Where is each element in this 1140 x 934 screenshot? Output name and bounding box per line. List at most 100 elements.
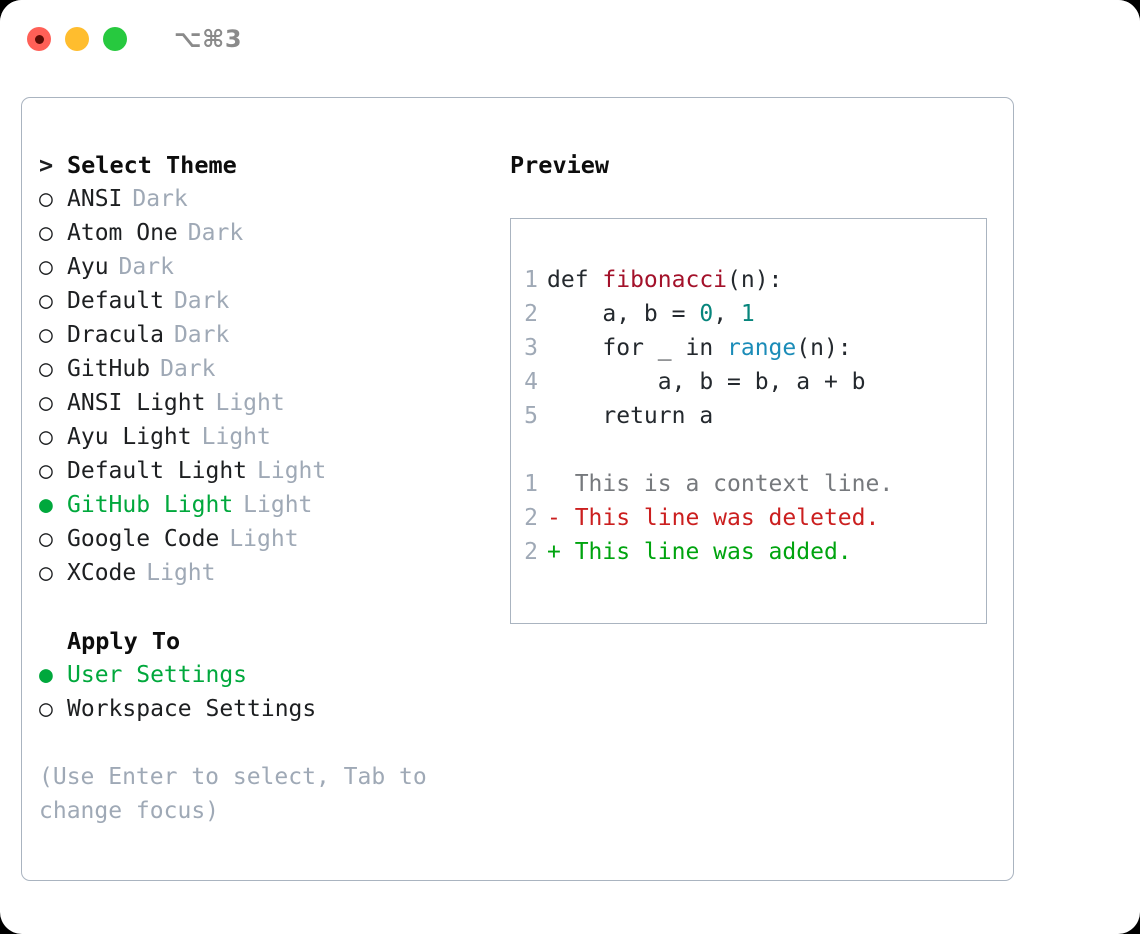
theme-list-item[interactable]: ○ GitHub Dark bbox=[39, 352, 502, 386]
theme-item-label: ANSI Light bbox=[67, 390, 206, 416]
apply-to-list-item[interactable]: ● User Settings bbox=[39, 658, 502, 692]
code-token-plain: , bbox=[713, 301, 741, 327]
theme-list-item[interactable]: ● GitHub Light Light bbox=[39, 488, 502, 522]
code-line-number: 5 bbox=[524, 403, 538, 429]
theme-item-variant-tag: Light bbox=[229, 526, 299, 552]
code-token-plain: for _ in bbox=[547, 335, 728, 361]
code-token-plain: (n): bbox=[796, 335, 852, 361]
apply-to-item-label: User Settings bbox=[67, 662, 248, 688]
diff-line-number: 2 bbox=[524, 539, 538, 565]
radio-unselected-icon: ○ bbox=[39, 356, 53, 382]
keyboard-shortcut-label: ⌥⌘3 bbox=[174, 25, 243, 53]
theme-item-variant-tag: Light bbox=[201, 424, 271, 450]
theme-item-variant-tag: Light bbox=[257, 458, 327, 484]
code-token-plain: a, b = bbox=[547, 301, 700, 327]
radio-unselected-icon: ○ bbox=[39, 424, 53, 450]
theme-list-item[interactable]: ○ XCode Light bbox=[39, 556, 502, 590]
theme-item-label: Ayu Light bbox=[67, 424, 192, 450]
code-line-number: 4 bbox=[524, 369, 538, 395]
select-theme-heading: >Select Theme bbox=[39, 148, 502, 182]
theme-list-item[interactable]: ○ Atom One Dark bbox=[39, 216, 502, 250]
diff-line-number: 2 bbox=[524, 505, 538, 531]
apply-to-heading-label: Apply To bbox=[67, 627, 181, 655]
window-controls bbox=[27, 27, 127, 51]
theme-list-item[interactable]: ○ ANSI Dark bbox=[39, 182, 502, 216]
code-line-text: a, b = 0, 1 bbox=[547, 297, 755, 331]
code-token-plain: a, b = b, a + b bbox=[547, 369, 866, 395]
code-line-text: return a bbox=[547, 399, 713, 433]
keyboard-hint-text: (Use Enter to select, Tab to change focu… bbox=[39, 764, 427, 824]
diff-sample: 1 This is a context line.2- This line wa… bbox=[511, 467, 986, 569]
theme-item-variant-tag: Dark bbox=[173, 322, 230, 348]
theme-item-label: Google Code bbox=[67, 526, 220, 552]
apply-to-heading: Apply To bbox=[39, 624, 502, 658]
code-token-num: 1 bbox=[740, 301, 755, 327]
theme-item-variant-tag: Light bbox=[215, 390, 285, 416]
radio-unselected-icon: ○ bbox=[39, 220, 53, 246]
code-token-call: range bbox=[727, 335, 797, 361]
theme-item-label: ANSI bbox=[67, 186, 123, 212]
code-token-plain: def bbox=[547, 267, 603, 293]
diff-line-add: 2 + This line was added. bbox=[511, 535, 986, 569]
focus-caret-icon: > bbox=[39, 151, 54, 179]
apply-to-list-item[interactable]: ○ Workspace Settings bbox=[39, 692, 502, 726]
maximize-button[interactable] bbox=[103, 27, 127, 51]
apply-to-indent bbox=[39, 624, 67, 658]
radio-selected-icon: ● bbox=[39, 492, 53, 518]
radio-unselected-icon: ○ bbox=[39, 560, 53, 586]
theme-item-label: Default bbox=[67, 288, 164, 314]
diff-line-text: - This line was deleted. bbox=[547, 505, 880, 531]
radio-unselected-icon: ○ bbox=[39, 696, 53, 722]
code-diff-spacer bbox=[511, 433, 986, 467]
apply-to-item-label: Workspace Settings bbox=[67, 696, 317, 722]
diff-line-text: + This line was added. bbox=[547, 539, 852, 565]
theme-list-item[interactable]: ○ Ayu Light Light bbox=[39, 420, 502, 454]
theme-item-variant-tag: Light bbox=[243, 492, 313, 518]
theme-item-variant-tag: Light bbox=[146, 560, 216, 586]
title-bar: ⌥⌘3 bbox=[0, 0, 1140, 78]
theme-item-label: Dracula bbox=[67, 322, 164, 348]
radio-unselected-icon: ○ bbox=[39, 186, 53, 212]
code-token-plain: (n): bbox=[727, 267, 783, 293]
theme-item-variant-tag: Dark bbox=[187, 220, 244, 246]
theme-item-label: GitHub bbox=[67, 356, 151, 382]
code-line-text: for _ in range(n): bbox=[547, 331, 852, 365]
preview-heading: Preview bbox=[510, 151, 610, 179]
theme-list-item[interactable]: ○ Ayu Dark bbox=[39, 250, 502, 284]
theme-item-variant-tag: Dark bbox=[160, 356, 216, 382]
theme-item-label: XCode bbox=[67, 560, 137, 586]
close-button[interactable] bbox=[27, 27, 51, 51]
radio-selected-icon: ● bbox=[39, 662, 53, 688]
diff-line-del: 2 - This line was deleted. bbox=[511, 501, 986, 535]
theme-item-variant-tag: Dark bbox=[173, 288, 230, 314]
theme-list-item[interactable]: ○ ANSI Light Light bbox=[39, 386, 502, 420]
theme-item-label: GitHub Light bbox=[67, 492, 234, 518]
code-line-number: 1 bbox=[524, 267, 538, 293]
diff-line-text: This is a context line. bbox=[547, 471, 894, 497]
minimize-button[interactable] bbox=[65, 27, 89, 51]
theme-item-label: Default Light bbox=[67, 458, 248, 484]
radio-unselected-icon: ○ bbox=[39, 288, 53, 314]
code-line: 3 for _ in range(n): bbox=[511, 331, 986, 365]
apply-to-list: ● User Settings ○ Workspace Settings bbox=[39, 658, 502, 726]
theme-item-label: Atom One bbox=[67, 220, 178, 246]
radio-unselected-icon: ○ bbox=[39, 390, 53, 416]
radio-unselected-icon: ○ bbox=[39, 254, 53, 280]
code-line-number: 3 bbox=[524, 335, 538, 361]
code-line: 5 return a bbox=[511, 399, 986, 433]
code-token-num: 0 bbox=[699, 301, 714, 327]
theme-list-item[interactable]: ○ Default Dark bbox=[39, 284, 502, 318]
theme-item-variant-tag: Dark bbox=[118, 254, 174, 280]
theme-item-label: Ayu bbox=[67, 254, 109, 280]
theme-item-variant-tag: Dark bbox=[132, 186, 188, 212]
code-line: 2 a, b = 0, 1 bbox=[511, 297, 986, 331]
